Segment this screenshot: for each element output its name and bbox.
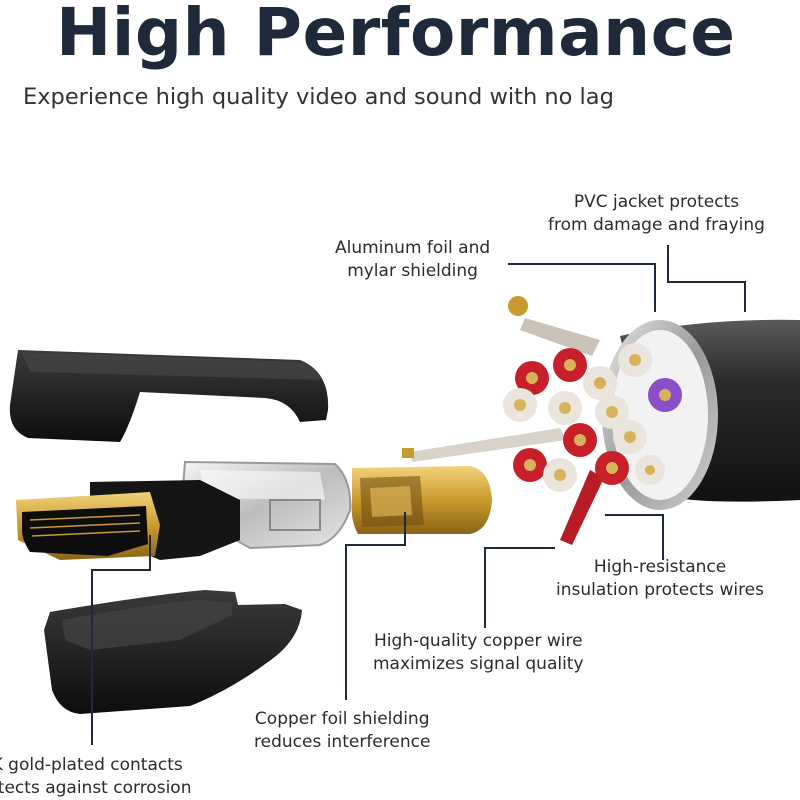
top-housing-shell xyxy=(9,350,329,442)
callout-copper-foil: Copper foil shielding reduces interferen… xyxy=(254,708,430,754)
cable-cutaway xyxy=(402,296,800,545)
callout-foil-line1: Aluminum foil and xyxy=(335,238,491,258)
callout-insulation-line2: insulation protects wires xyxy=(556,580,765,600)
callout-copper-wire-line2: maximizes signal quality xyxy=(373,654,584,674)
bottom-housing-shell xyxy=(44,590,302,714)
callout-pvc-jacket: PVC jacket protects from damage and fray… xyxy=(548,191,765,237)
leader-line-gold xyxy=(91,535,151,745)
leader-line-copper-foil xyxy=(345,512,406,700)
leader-line-insulation xyxy=(605,514,664,560)
callout-pvc-line1: PVC jacket protects xyxy=(573,192,740,212)
copper-foil-shield-piece xyxy=(351,466,492,534)
hdmi-gold-plug xyxy=(16,480,240,560)
page-subtitle: Experience high quality video and sound … xyxy=(23,84,614,110)
leader-line-copper-wire xyxy=(484,547,555,628)
callout-insulation: High-resistance insulation protects wire… xyxy=(556,556,764,602)
callout-insulation-line1: High-resistance xyxy=(593,557,727,577)
callout-foil-line2: mylar shielding xyxy=(347,261,478,281)
leader-line-foil xyxy=(508,263,656,312)
callout-copper-wire-line1: High-quality copper wire xyxy=(373,631,583,651)
callout-leader-lines xyxy=(91,245,746,745)
callout-pvc-line2: from damage and fraying xyxy=(548,215,765,235)
callout-copper-foil-line1: Copper foil shielding xyxy=(254,709,430,729)
callout-copper-foil-line2: reduces interference xyxy=(254,732,431,752)
callout-gold-line2: protects against corrosion xyxy=(0,778,192,798)
callout-gold-line1: 24K gold-plated contacts xyxy=(0,755,183,775)
page-title: High Performance xyxy=(56,0,736,71)
callout-gold-contacts: 24K gold-plated contacts protects agains… xyxy=(0,754,191,800)
callout-copper-wire: High-quality copper wire maximizes signa… xyxy=(373,630,584,676)
callout-aluminum-foil: Aluminum foil and mylar shielding xyxy=(335,237,490,283)
leader-line-pvc xyxy=(667,245,746,312)
